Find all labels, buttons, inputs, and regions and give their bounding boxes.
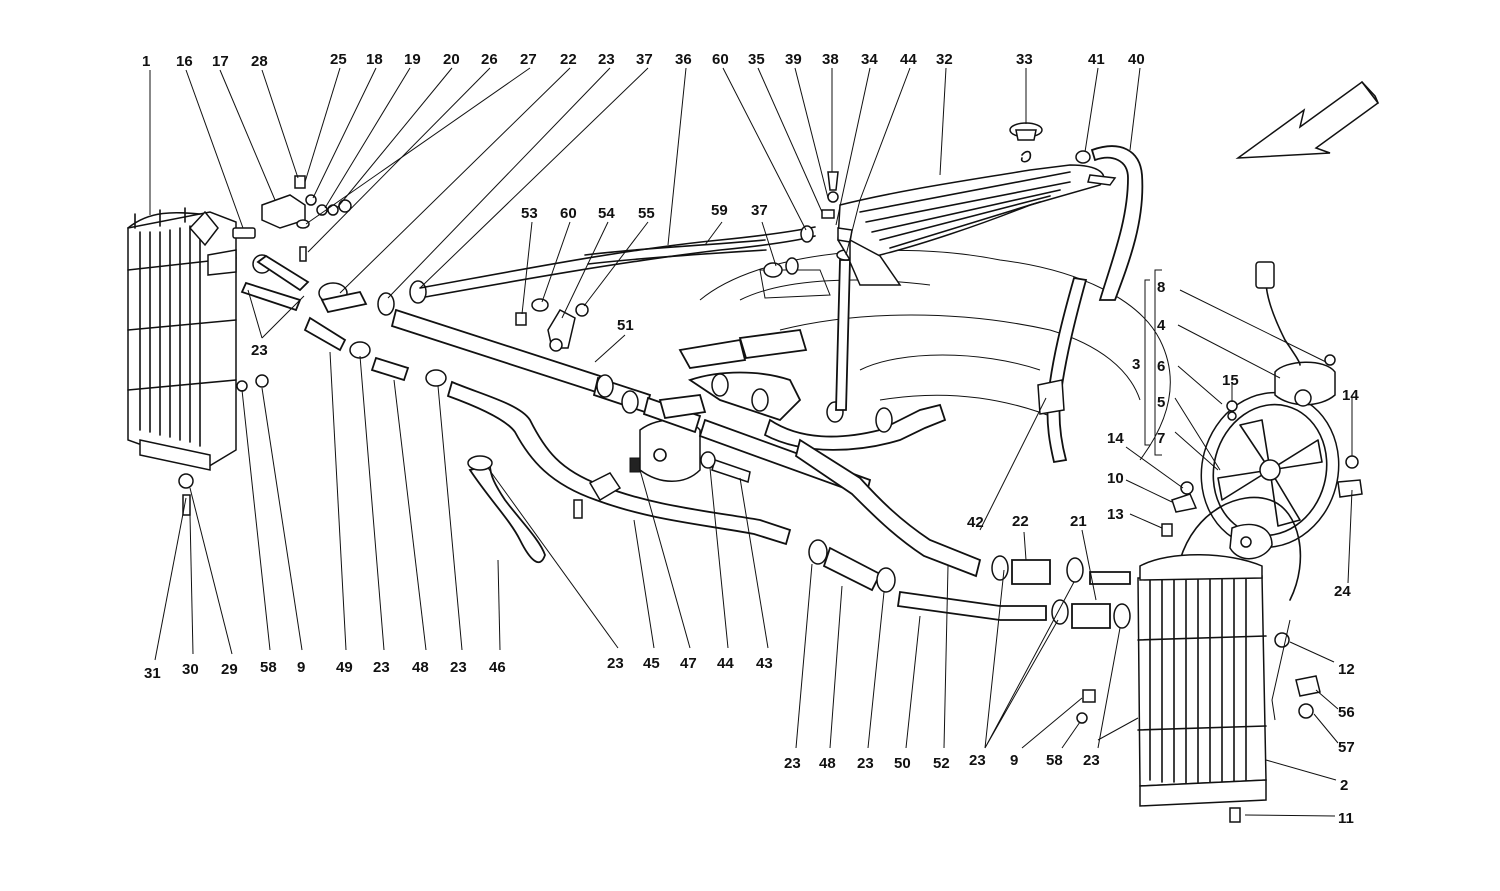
callout-10: 10	[1107, 470, 1124, 487]
callout-54: 54	[598, 205, 615, 222]
callout-23-top: 23	[598, 51, 615, 68]
callout-39: 39	[785, 51, 802, 68]
callout-labels: 1 16 17 28 25 18 19 20 26 27 22 23 37 36…	[142, 51, 1359, 827]
callout-41: 41	[1088, 51, 1105, 68]
callout-16: 16	[176, 53, 193, 70]
callout-29: 29	[221, 661, 238, 678]
callout-52: 52	[933, 755, 950, 772]
callout-30: 30	[182, 661, 199, 678]
fan-assembly	[1161, 261, 1363, 601]
callout-24: 24	[1334, 583, 1351, 600]
callout-14-left: 14	[1107, 430, 1124, 447]
callout-44-top: 44	[900, 51, 917, 68]
callout-44-bottom: 44	[717, 655, 734, 672]
callout-22-top: 22	[560, 51, 577, 68]
arrow-pointing-down-left-icon	[1235, 80, 1380, 159]
callout-57: 57	[1338, 739, 1355, 756]
group-3-bracket	[1144, 279, 1150, 446]
callout-23-b7: 23	[1083, 752, 1100, 769]
callout-23-b6: 23	[969, 752, 986, 769]
hoses-left	[240, 225, 816, 564]
callout-13: 13	[1107, 506, 1124, 523]
callout-34: 34	[861, 51, 878, 68]
callout-7: 7	[1157, 430, 1165, 447]
left-radiator	[127, 207, 237, 516]
callout-42: 42	[967, 514, 984, 531]
callout-37-mid: 37	[751, 202, 768, 219]
callout-1: 1	[142, 53, 150, 70]
callout-19: 19	[404, 51, 421, 68]
callout-32: 32	[936, 51, 953, 68]
leader-lines	[149, 67, 1353, 817]
callout-6: 6	[1157, 358, 1165, 375]
callout-43: 43	[756, 655, 773, 672]
callout-49: 49	[336, 659, 353, 676]
callout-37-top: 37	[636, 51, 653, 68]
callout-28: 28	[251, 53, 268, 70]
callout-46: 46	[489, 659, 506, 676]
callout-15: 15	[1222, 372, 1239, 389]
callout-48-left: 48	[412, 659, 429, 676]
callout-48-right: 48	[819, 755, 836, 772]
callout-23-b3: 23	[607, 655, 624, 672]
callout-38: 38	[822, 51, 839, 68]
callout-4: 4	[1157, 317, 1166, 334]
callout-51: 51	[617, 317, 634, 334]
callout-59: 59	[711, 202, 728, 219]
callout-8: 8	[1157, 279, 1165, 296]
callout-2: 2	[1340, 777, 1348, 794]
callout-45: 45	[643, 655, 660, 672]
callout-21: 21	[1070, 513, 1087, 530]
callout-9-left: 9	[297, 659, 305, 676]
callout-20: 20	[443, 51, 460, 68]
callout-22-right: 22	[1012, 513, 1029, 530]
callout-33: 33	[1016, 51, 1033, 68]
callout-47: 47	[680, 655, 697, 672]
expansion-tank	[821, 122, 1144, 301]
callout-55: 55	[638, 205, 655, 222]
callout-31: 31	[144, 665, 161, 682]
callout-11: 11	[1338, 810, 1354, 827]
callout-50: 50	[894, 755, 911, 772]
callout-25: 25	[330, 51, 347, 68]
callout-23-b1: 23	[373, 659, 390, 676]
callout-58-left: 58	[260, 659, 277, 676]
callout-60-top: 60	[712, 51, 729, 68]
callout-23-b2: 23	[450, 659, 467, 676]
right-radiator	[1076, 554, 1321, 823]
central-junction	[592, 249, 947, 498]
callout-40: 40	[1128, 51, 1145, 68]
right-side-hoses	[794, 276, 1131, 629]
callout-9-right: 9	[1010, 752, 1018, 769]
callout-60-mid: 60	[560, 205, 577, 222]
callout-18: 18	[366, 51, 383, 68]
callout-35: 35	[748, 51, 765, 68]
callout-14-right: 14	[1342, 387, 1359, 404]
callout-3: 3	[1132, 356, 1140, 373]
callout-53: 53	[521, 205, 538, 222]
callout-17: 17	[212, 53, 229, 70]
callout-27: 27	[520, 51, 537, 68]
callout-12: 12	[1338, 661, 1355, 678]
callout-23-left: 23	[251, 342, 268, 359]
callout-36: 36	[675, 51, 692, 68]
callout-23-b4: 23	[784, 755, 801, 772]
callout-5: 5	[1157, 394, 1165, 411]
callout-58-right: 58	[1046, 752, 1063, 769]
callout-26: 26	[481, 51, 498, 68]
callout-23-b5: 23	[857, 755, 874, 772]
callout-56: 56	[1338, 704, 1355, 721]
